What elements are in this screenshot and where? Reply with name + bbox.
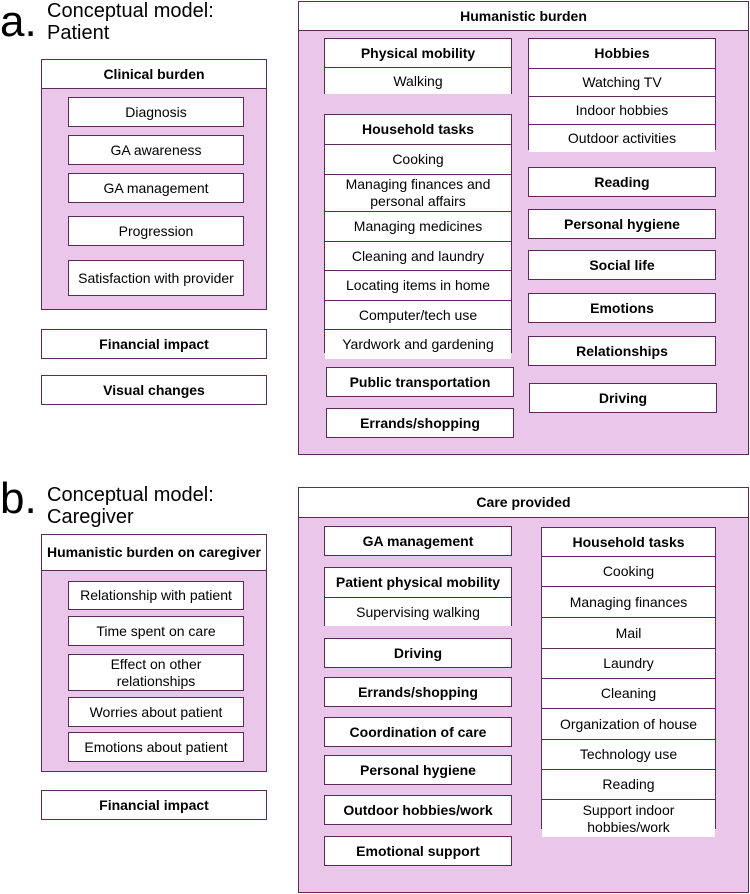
clinical-item-diagnosis: Diagnosis: [68, 97, 244, 127]
part-a-letter: a.: [0, 0, 37, 46]
care-household-item-cooking: Cooking: [542, 556, 715, 586]
household-item-locating: Locating items in home: [325, 270, 511, 300]
part-b-title-line2: Caregiver: [47, 506, 134, 528]
caregiver-item-relationship: Relationship with patient: [68, 581, 244, 610]
care-household-item-reading: Reading: [542, 769, 715, 799]
relationships: Relationships: [528, 336, 716, 366]
hobbies-group: Hobbies Watching TV Indoor hobbies Outdo…: [528, 38, 716, 152]
emotional-support: Emotional support: [324, 836, 512, 866]
caregiver-burden-header: Humanistic burden on caregiver: [41, 534, 267, 571]
care-household-item-mail: Mail: [542, 617, 715, 648]
part-b-title-line1: Conceptual model:: [47, 484, 214, 506]
household-tasks-header: Household tasks: [325, 115, 511, 144]
public-transportation: Public transportation: [326, 367, 514, 397]
physical-mobility-item-walking: Walking: [325, 67, 511, 94]
care-household-item-organization: Organization of house: [542, 708, 715, 739]
coordination-of-care: Coordination of care: [324, 717, 512, 747]
personal-hygiene-a: Personal hygiene: [528, 209, 716, 239]
caregiver-item-worries: Worries about patient: [68, 697, 244, 727]
care-household-tasks-group: Household tasks Cooking Managing finance…: [541, 527, 716, 837]
humanistic-burden-header: Humanistic burden: [298, 1, 749, 31]
clinical-item-ga-management: GA management: [68, 173, 244, 203]
caregiver-item-effect: Effect on other relationships: [68, 654, 244, 691]
driving-b: Driving: [324, 638, 512, 668]
care-household-header: Household tasks: [542, 528, 715, 556]
visual-changes: Visual changes: [41, 375, 267, 405]
household-item-yardwork: Yardwork and gardening: [325, 329, 511, 359]
social-life: Social life: [528, 250, 716, 280]
hobbies-item-indoor: Indoor hobbies: [529, 96, 715, 124]
patient-physical-mobility-group: Patient physical mobility Supervising wa…: [324, 567, 512, 626]
household-item-medicines: Managing medicines: [325, 211, 511, 241]
errands-shopping-a: Errands/shopping: [326, 408, 514, 438]
part-a-title-line2: Patient: [47, 22, 110, 44]
household-item-finances: Managing finances and personal affairs: [325, 174, 511, 211]
financial-impact-b: Financial impact: [41, 790, 267, 820]
financial-impact-a: Financial impact: [41, 329, 267, 359]
hobbies-header: Hobbies: [529, 39, 715, 68]
care-household-item-cleaning: Cleaning: [542, 678, 715, 708]
personal-hygiene-b: Personal hygiene: [324, 755, 512, 785]
hobbies-item-outdoor: Outdoor activities: [529, 124, 715, 152]
clinical-item-ga-awareness: GA awareness: [68, 135, 244, 165]
driving-a: Driving: [529, 383, 717, 413]
part-b-letter: b.: [0, 474, 37, 523]
patient-physical-mobility-header: Patient physical mobility: [325, 568, 511, 597]
reading-a: Reading: [528, 167, 716, 197]
care-household-item-indoor-hobbies: Support indoor hobbies/work: [542, 799, 715, 837]
patient-mobility-item-supervising: Supervising walking: [325, 597, 511, 626]
ga-management-b: GA management: [324, 526, 512, 556]
care-household-item-technology: Technology use: [542, 739, 715, 769]
outdoor-hobbies-work: Outdoor hobbies/work: [324, 795, 512, 825]
household-item-cleaning: Cleaning and laundry: [325, 241, 511, 270]
emotions: Emotions: [528, 293, 716, 323]
clinical-item-satisfaction: Satisfaction with provider: [68, 260, 244, 296]
part-a-title-line1: Conceptual model:: [47, 0, 214, 22]
household-item-computer: Computer/tech use: [325, 300, 511, 329]
clinical-burden-header: Clinical burden: [41, 59, 267, 89]
clinical-item-progression: Progression: [68, 216, 244, 246]
care-household-item-laundry: Laundry: [542, 648, 715, 678]
household-item-cooking: Cooking: [325, 144, 511, 174]
physical-mobility-group: Physical mobility Walking: [324, 38, 512, 94]
caregiver-item-time: Time spent on care: [68, 616, 244, 646]
physical-mobility-header: Physical mobility: [325, 39, 511, 67]
errands-shopping-b: Errands/shopping: [324, 677, 512, 707]
caregiver-item-emotions: Emotions about patient: [68, 732, 244, 762]
care-household-item-finances: Managing finances: [542, 586, 715, 617]
care-provided-header: Care provided: [298, 487, 749, 518]
household-tasks-group: Household tasks Cooking Managing finance…: [324, 114, 512, 359]
hobbies-item-watching-tv: Watching TV: [529, 68, 715, 96]
